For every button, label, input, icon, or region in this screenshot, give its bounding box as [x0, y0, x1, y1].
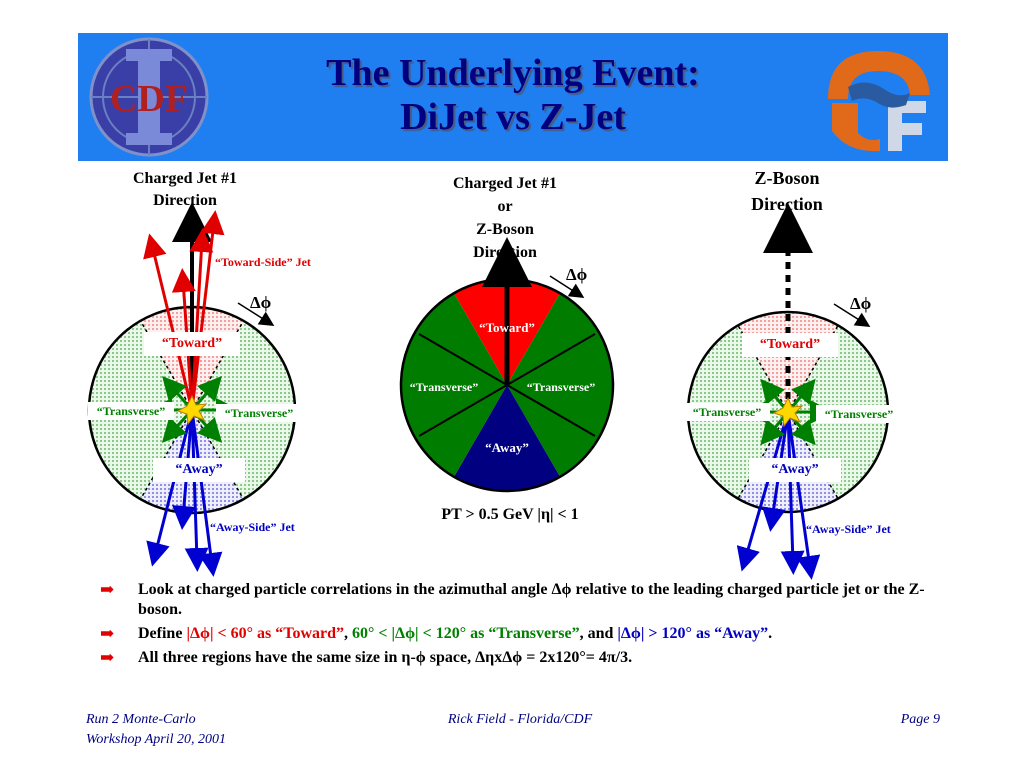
bullet-2-transverse: 60° < |Δϕ| < 120° as “Transverse” [352, 625, 580, 642]
bullet-list: ➡ Look at charged particle correlations … [100, 580, 950, 672]
center-transverse-right-label: “Transverse” [526, 380, 596, 394]
left-away-label: “Away” [153, 458, 245, 482]
left-transverse-right-label: “Transverse” [216, 404, 302, 422]
right-delta-phi-arrow [833, 303, 871, 328]
bullet-2: ➡ Define |Δϕ| < 60° as “Toward”, 60° < |… [100, 624, 950, 644]
footer-left-line1: Run 2 Monte-Carlo [86, 712, 196, 727]
left-toward-label: “Toward” [144, 332, 240, 356]
left-delta-phi-label: Δϕ [250, 293, 272, 312]
left-delta-phi-arrow [237, 302, 275, 327]
title-line-2: DiJet vs Z-Jet [400, 96, 626, 138]
right-delta-phi-label: Δϕ [850, 294, 872, 313]
right-transverse-left-label: “Transverse” [684, 403, 770, 421]
left-direction-line2: Direction [153, 192, 217, 209]
footer-page-number: Page 9 [900, 712, 940, 727]
uf-logo [828, 51, 930, 152]
right-direction-label: Z-Boson Direction [712, 165, 862, 217]
left-collision-star [176, 394, 208, 426]
right-jet-arrows [736, 203, 871, 580]
bullet-3-text: All three regions have the same size in … [138, 649, 633, 666]
right-direction-line2: Direction [751, 194, 823, 214]
right-transverse-right-label: “Transverse” [816, 405, 902, 423]
cdf-logo: CDF [89, 37, 209, 157]
left-jet-arrows [143, 202, 275, 577]
bullet-3: ➡ All three regions have the same size i… [100, 648, 950, 668]
bullet-2-toward: |Δϕ| < 60° as “Toward” [186, 625, 344, 642]
bullet-arrow-icon: ➡ [100, 648, 115, 667]
left-direction-line1: Charged Jet #1 [133, 170, 237, 187]
center-direction-line3: Z-Boson [476, 221, 534, 238]
center-transverse-left-label: “Transverse” [409, 380, 479, 394]
right-away-label: “Away” [749, 458, 841, 482]
bullet-2-end: . [768, 625, 773, 642]
header-banner: The Underlying Event: DiJet vs Z-Jet CDF [78, 33, 948, 161]
center-direction-label: Charged Jet #1 or Z-Boson Direction [420, 172, 590, 264]
right-toward-label: “Toward” [742, 333, 838, 357]
center-direction-line2: or [497, 198, 513, 215]
center-direction-line1: Charged Jet #1 [453, 175, 557, 192]
title-line-1: The Underlying Event: [326, 52, 700, 94]
bullet-1-text: Look at charged particle correlations in… [138, 581, 925, 618]
bullet-2-away: |Δϕ| > 120° as “Away” [617, 625, 769, 642]
cdf-logo-text: CDF [110, 78, 188, 120]
bullet-1: ➡ Look at charged particle correlations … [100, 580, 950, 620]
left-direction-label: Charged Jet #1 Direction [110, 168, 260, 212]
footer-left: Run 2 Monte-Carlo Workshop April 20, 200… [86, 710, 226, 750]
bullet-2-prefix: Define [138, 625, 187, 642]
right-collision-star [772, 396, 804, 428]
center-delta-phi-arrow [549, 275, 585, 299]
right-direction-line1: Z-Boson [754, 168, 820, 188]
center-toward-label: “Toward” [479, 320, 535, 335]
left-toward-side-jet-label: “Toward-Side” Jet [215, 255, 311, 269]
bullet-2-sep1: , [344, 625, 352, 642]
bullet-arrow-icon: ➡ [100, 580, 115, 599]
center-cut-label: PT > 0.5 GeV |η| < 1 [441, 506, 579, 523]
left-transverse-left-label: “Transverse” [88, 402, 174, 420]
left-away-side-jet-label: “Away-Side” Jet [210, 520, 295, 534]
center-delta-phi-label: Δϕ [566, 265, 588, 284]
page-title: The Underlying Event: DiJet vs Z-Jet [78, 51, 948, 139]
footer-center: Rick Field - Florida/CDF [447, 712, 593, 727]
center-region-circle [399, 237, 615, 493]
bullet-2-sep2: , and [579, 625, 618, 642]
bullet-arrow-icon: ➡ [100, 624, 115, 643]
center-direction-line4: Direction [473, 244, 537, 261]
right-away-side-jet-label: “Away-Side” Jet [806, 522, 891, 536]
footer-left-line2: Workshop April 20, 2001 [86, 732, 227, 747]
center-away-label: “Away” [485, 440, 529, 455]
